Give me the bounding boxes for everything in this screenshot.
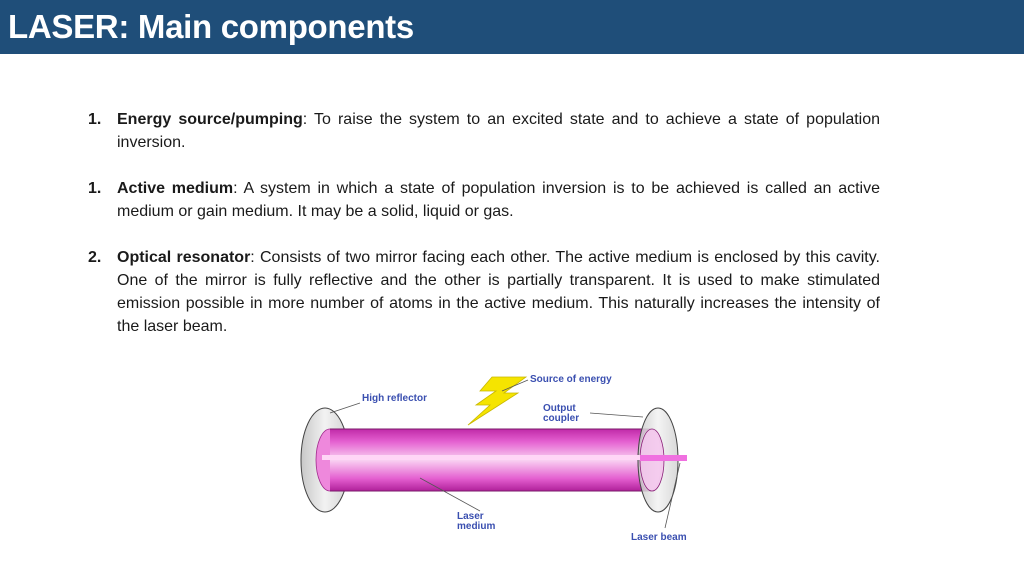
laser-diagram: High reflector Source of energy Output c… (300, 374, 687, 543)
components-list: 1. Energy source/pumping: To raise the sy… (88, 108, 880, 361)
term-optical-resonator: Optical resonator (117, 249, 251, 266)
list-number: 2. (88, 249, 102, 266)
term-active-medium: Active medium (117, 180, 234, 197)
label-laser-beam: Laser beam (631, 532, 687, 543)
list-item-energy-source: 1. Energy source/pumping: To raise the sy… (88, 108, 880, 154)
page-title: LASER: Main components (8, 8, 414, 45)
label-source-of-energy: Source of energy (530, 374, 612, 385)
description-energy-source: : To raise the system to an excited stat… (117, 111, 881, 151)
laser-beam (640, 455, 687, 461)
description-optical-resonator: : Consists of two mirror facing each oth… (117, 249, 880, 335)
list-number: 1. (88, 111, 102, 128)
list-item-optical-resonator: 2. Optical resonator: Consists of two mir… (88, 246, 880, 338)
title-bar: LASER: Main components (0, 0, 1024, 54)
label-laser-medium-2: medium (457, 521, 495, 532)
description-active-medium: : A system in which a state of populatio… (117, 180, 881, 220)
list-number: 1. (88, 180, 102, 197)
label-high-reflector: High reflector (362, 393, 427, 404)
lightning-bolt-icon (467, 376, 528, 426)
list-item-active-medium: 1. Active medium: A system in which a sta… (88, 177, 880, 223)
label-output-coupler-2: coupler (543, 413, 579, 424)
label-output-coupler-1: Output (543, 403, 576, 414)
label-laser-medium-1: Laser (457, 511, 484, 522)
term-energy-source: Energy source/pumping (117, 111, 303, 128)
